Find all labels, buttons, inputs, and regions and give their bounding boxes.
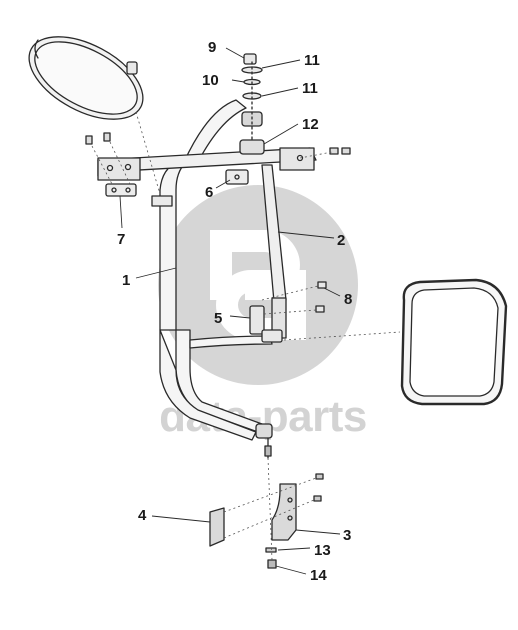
callout-12: 12 [302, 116, 319, 133]
part-2-rod [261, 164, 287, 339]
callout-9: 9 [208, 39, 217, 56]
part-7-bracket [105, 183, 137, 197]
part-4-bracket [209, 507, 225, 547]
part-6-plate [225, 169, 249, 185]
part-5-clamp [249, 281, 327, 343]
callout-13: 13 [314, 542, 331, 559]
pivot-stack [239, 53, 265, 155]
bolts-left [85, 132, 351, 155]
callout-7: 7 [117, 231, 126, 248]
tube-end-fitting [255, 423, 273, 459]
callout-11: 11 [304, 52, 320, 69]
callout-10: 10 [202, 72, 219, 89]
part-3-bracket [271, 483, 297, 541]
callout-11b: 11 [302, 80, 318, 97]
small-bolts-bottom [265, 473, 324, 569]
callout-2: 2 [337, 232, 346, 249]
round-mirror [28, 36, 144, 120]
callout-6: 6 [205, 184, 214, 201]
callout-5: 5 [214, 310, 223, 327]
crossbar [97, 147, 317, 181]
callout-4: 4 [138, 507, 147, 524]
callout-8: 8 [344, 291, 353, 308]
callout-14: 14 [310, 567, 327, 584]
callout-3: 3 [343, 527, 352, 544]
callout-1: 1 [122, 272, 131, 289]
rect-mirror [400, 278, 508, 406]
